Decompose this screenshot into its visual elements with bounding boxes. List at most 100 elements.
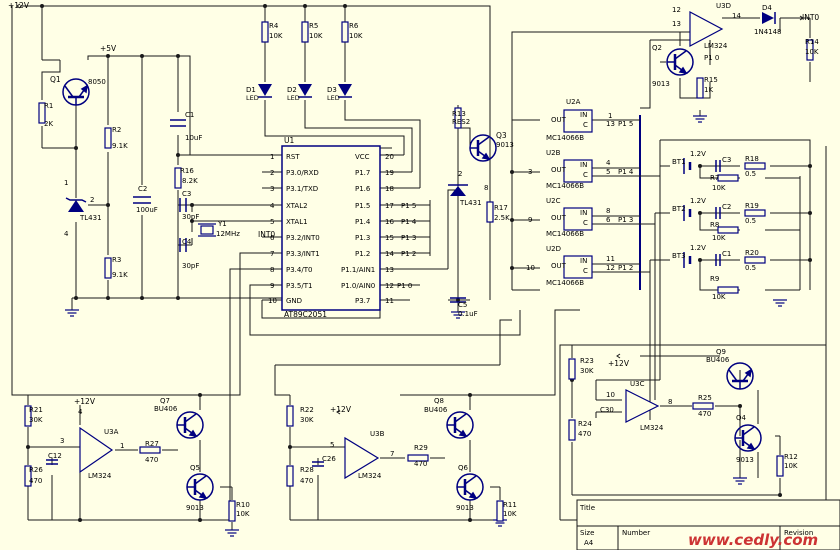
zener-tl431-left: TL431 1 2 4 xyxy=(64,179,102,238)
title-label: Title xyxy=(579,504,595,512)
component-ref: C4 xyxy=(182,238,192,246)
vcc5-label: +5V xyxy=(100,44,117,53)
component-value: 10K xyxy=(784,462,798,470)
capacitor-c4: C4 30pF xyxy=(179,238,199,270)
component-ref: D2 xyxy=(287,86,297,94)
pin-name: C xyxy=(583,171,588,179)
pin-name: IN xyxy=(580,111,587,119)
battery-caps: C3 C2 C1 xyxy=(715,156,731,266)
pin-num: 15 xyxy=(385,234,394,242)
component-ref: Q4 xyxy=(736,414,747,422)
pin-num: 3 xyxy=(528,168,532,176)
component-ref: R20 xyxy=(745,249,759,257)
pin-name: P3.2/INT0 xyxy=(286,234,320,242)
component-value: 30pF xyxy=(182,262,199,270)
component-part: LM324 xyxy=(640,424,664,432)
switch-u2a: U2A MC14066B OUT IN C 1 13 P1 5 xyxy=(546,98,633,142)
pin-num: 9 xyxy=(528,216,532,224)
pin-num: 8 xyxy=(270,266,274,274)
component-ref: R5 xyxy=(309,22,318,30)
component-part: LED xyxy=(287,94,300,102)
pin-num: 4 xyxy=(270,202,275,210)
component-value: 10K xyxy=(236,510,250,518)
switch-u2b: U2B MC14066B 3 OUT IN C 4 5 P1 4 xyxy=(528,149,634,190)
component-ref: Q8 xyxy=(434,397,444,405)
pin-num: 20 xyxy=(385,153,394,161)
component-value: 470 xyxy=(300,477,313,485)
pin-name: P3.1/TXD xyxy=(286,185,318,193)
pin-num: 5 xyxy=(606,168,610,176)
component-value: 470 xyxy=(578,430,591,438)
component-value: 10K xyxy=(349,32,363,40)
resistor-r3: R3 9.1K xyxy=(104,256,128,279)
component-part: 9013 xyxy=(186,504,204,512)
pin-name: P1.1/AIN1 xyxy=(341,266,375,274)
pin-name: VCC xyxy=(355,153,370,161)
component-value: 470 xyxy=(414,460,427,468)
resistor-r11: R11 10K xyxy=(496,500,517,522)
transistor-q3: Q3 9013 xyxy=(468,131,514,163)
resistors-r7-r9: R7 10K R8 10K R9 10K xyxy=(710,174,739,301)
stage-u3a: R21 30K R26 470 C12 U3A LM324 3 4 1 R27 … xyxy=(24,405,161,487)
component-ref: R11 xyxy=(503,501,517,509)
title-block: Title Size A4 Number Revision xyxy=(576,499,840,550)
component-ref: Q5 xyxy=(190,464,200,472)
component-ref: Q7 xyxy=(160,397,170,405)
switch-u2d: U2D MC14066B 10 OUT IN C 11 12 P1 2 xyxy=(526,245,633,287)
component-ref: R16 xyxy=(180,167,194,175)
pin-num: 14 xyxy=(385,250,394,258)
component-ref: Q6 xyxy=(458,464,469,472)
component-ref: U2D xyxy=(546,245,561,253)
pin-num: 4 xyxy=(78,408,83,416)
pin-num: 1 xyxy=(120,442,124,450)
opamp-u3d: U3D LM324 12 13 14 xyxy=(672,2,741,50)
component-part: LED xyxy=(327,94,340,102)
capacitor-c1: C1 10uF xyxy=(170,111,202,142)
component-value: 0.5 xyxy=(745,264,756,272)
component-part: LM324 xyxy=(88,472,112,480)
component-value: 10uF xyxy=(185,134,202,142)
number-label: Number xyxy=(622,529,650,537)
power-ports xyxy=(16,3,804,415)
pin-num: 6 xyxy=(270,234,275,242)
pin-num: 3 xyxy=(60,437,64,445)
pin-num: 13 xyxy=(606,120,615,128)
net-label: P1 4 xyxy=(401,218,417,226)
component-ref: R1 xyxy=(44,102,53,110)
pin-num: 13 xyxy=(672,20,681,28)
pin-name: IN xyxy=(580,161,587,169)
component-ref: C1 xyxy=(722,250,731,258)
component-ref: R26 xyxy=(29,466,43,474)
transistor-q2: Q2 9013 P1 0 xyxy=(652,44,719,88)
component-value: 10K xyxy=(712,293,726,301)
component-value: 30K xyxy=(580,367,594,375)
net-label: P1 0 xyxy=(704,54,719,62)
component-part: MC14066B xyxy=(546,134,584,142)
resistor-r14: R14 10K xyxy=(805,38,819,61)
pin-num: 9 xyxy=(270,282,274,290)
pin-name: P1.0/AIN0 xyxy=(341,282,375,290)
component-value: 10K xyxy=(269,32,283,40)
component-ref: R3 xyxy=(112,256,121,264)
component-part: 9013 xyxy=(496,141,514,149)
component-ref: C2 xyxy=(138,185,147,193)
ground-symbol xyxy=(732,477,748,485)
vcc12-u3a-label: +12V xyxy=(74,397,96,406)
transistor-q9: Q9 BU406 xyxy=(706,348,755,391)
component-ref: U3C xyxy=(630,380,645,388)
pin-num: 7 xyxy=(390,450,394,458)
pin-num: 18 xyxy=(385,185,394,193)
net-label: P1 3 xyxy=(618,216,633,224)
pin-name: IN xyxy=(580,257,587,265)
transistor-q4: Q4 9013 xyxy=(733,414,763,464)
led-d3: D3 LED xyxy=(327,84,352,102)
pin-num: 10 xyxy=(526,264,535,272)
component-value: 10K xyxy=(712,184,726,192)
pin-num: 8 xyxy=(484,184,488,192)
pin-num: 11 xyxy=(606,255,615,263)
component-ref: Q9 xyxy=(716,348,726,356)
switch-u2c: U2C MC14066B 9 OUT IN C 8 6 P1 3 xyxy=(528,197,633,238)
transistor-q5: Q5 9013 xyxy=(185,464,215,512)
capacitor-c2: C2 100uF xyxy=(133,185,158,214)
